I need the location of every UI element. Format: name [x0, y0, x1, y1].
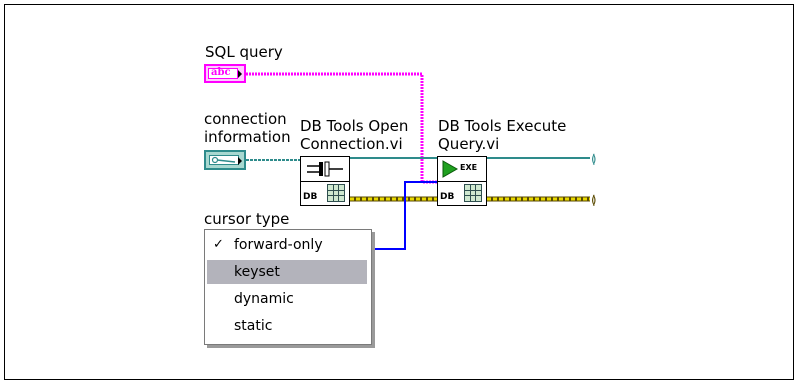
menu-item-label: static — [234, 318, 273, 334]
cursor-type-wire — [372, 181, 437, 250]
string-type-text: abc — [211, 67, 231, 78]
menu-item-label: forward-only — [234, 237, 323, 253]
db-tools-open-connection-vi[interactable]: DB — [300, 156, 350, 206]
wire-break-symbol: ≬ — [591, 152, 597, 166]
menu-item-label: keyset — [234, 264, 280, 280]
connection-plug-icon — [307, 161, 343, 177]
connection-information-label-line2: information — [204, 128, 291, 146]
menu-item-keyset[interactable]: keyset — [207, 260, 367, 284]
sql-query-string-control[interactable]: abc — [204, 64, 246, 83]
menu-item-static[interactable]: static — [207, 314, 367, 338]
block-diagram-frame — [4, 4, 794, 380]
db-tools-execute-query-vi[interactable]: EXE DB — [437, 156, 487, 206]
menu-item-dynamic[interactable]: dynamic — [207, 287, 367, 311]
menu-item-forward-only[interactable]: ✓ forward-only — [207, 233, 367, 257]
db-text: DB — [440, 192, 455, 202]
exe-text: EXE — [460, 163, 478, 172]
menu-item-label: dynamic — [234, 291, 294, 307]
execute-play-icon — [442, 160, 459, 178]
cursor-type-menu[interactable]: ✓ forward-only keyset dynamic static — [204, 229, 372, 345]
connection-information-control[interactable] — [204, 150, 246, 170]
checkmark-icon: ✓ — [213, 237, 224, 252]
database-table-icon — [327, 184, 345, 202]
open-connection-label-line2: Connection.vi — [300, 135, 403, 153]
db-text: DB — [303, 192, 318, 202]
output-arrow-icon — [238, 70, 242, 78]
refnum-icon — [211, 156, 236, 164]
database-table-icon — [464, 184, 482, 202]
wire-break-symbol: ≬ — [591, 193, 597, 207]
connection-information-label-line1: connection — [204, 110, 287, 128]
output-arrow-icon — [238, 157, 242, 165]
execute-query-label-line2: Query.vi — [438, 135, 500, 153]
open-connection-label-line1: DB Tools Open — [300, 117, 409, 135]
sql-query-label: SQL query — [205, 43, 283, 61]
cursor-type-label: cursor type — [204, 210, 290, 228]
execute-query-label-line1: DB Tools Execute — [438, 117, 567, 135]
